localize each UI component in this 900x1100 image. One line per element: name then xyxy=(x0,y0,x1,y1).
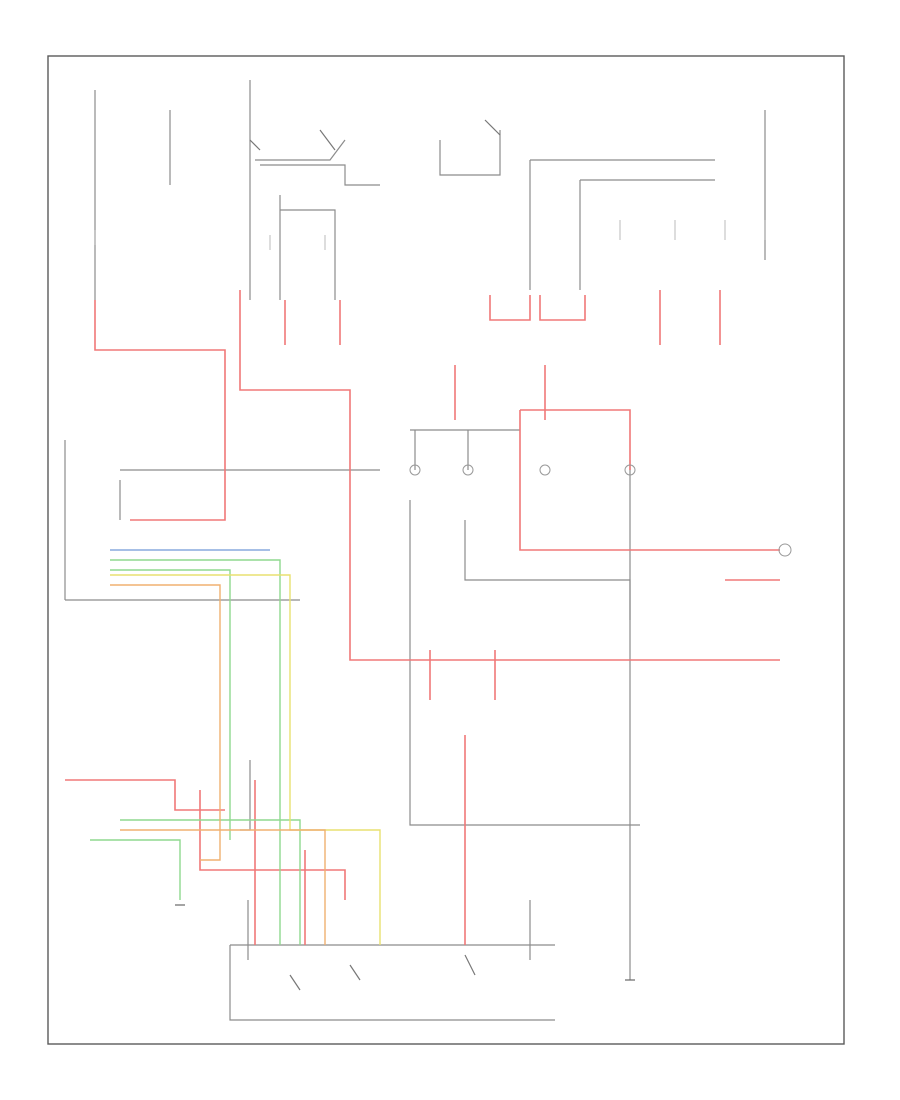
relay-contact xyxy=(249,139,261,151)
wire-green-4 xyxy=(90,839,181,900)
wire-green-3 xyxy=(120,819,301,945)
lamps xyxy=(409,464,792,557)
connector-marks xyxy=(94,220,766,250)
lamp-left-rear xyxy=(462,464,474,476)
wire-fuse-branch-b xyxy=(280,209,336,300)
red-wires xyxy=(65,290,780,945)
wire-red-left-switch xyxy=(65,779,225,811)
lamp-far-right xyxy=(778,543,792,557)
switch-left xyxy=(289,974,301,991)
wire-orange-1 xyxy=(110,584,221,861)
wire-red-fuse-1 xyxy=(239,290,780,661)
wire-red-left-switch-2 xyxy=(199,790,346,900)
switch-relay-top xyxy=(484,119,501,136)
diagram-frame xyxy=(47,55,845,1045)
lamp-right-front xyxy=(539,464,551,476)
wire-red-main-feed xyxy=(94,300,226,521)
wire-ground-left xyxy=(409,500,640,826)
switch-blower xyxy=(464,954,476,976)
wire-red-lamp-top xyxy=(520,409,631,470)
green-wires xyxy=(90,559,301,945)
wire-orange-2 xyxy=(120,829,326,945)
lamp-right-rear xyxy=(624,464,636,476)
wire-switch-bus xyxy=(260,164,380,186)
wire-ground-right xyxy=(464,520,631,620)
wire-headlight-switch xyxy=(255,139,346,161)
switch-mid xyxy=(349,964,361,981)
ground-symbols xyxy=(175,904,635,981)
wire-red-relay xyxy=(489,295,531,321)
wire-red-relay-2 xyxy=(539,295,586,321)
wire-green-1 xyxy=(110,559,281,945)
wire-switch-bottom xyxy=(229,945,555,1021)
wire-relay-loop xyxy=(439,130,501,176)
color-wires xyxy=(110,549,381,945)
wire-green-2 xyxy=(110,569,231,840)
wire-red-lamp-feed xyxy=(519,410,780,551)
switch-headlight xyxy=(319,129,336,151)
wire-yellow-1 xyxy=(110,574,381,945)
switch-symbols xyxy=(249,119,501,991)
lamp-left-front xyxy=(409,464,421,476)
